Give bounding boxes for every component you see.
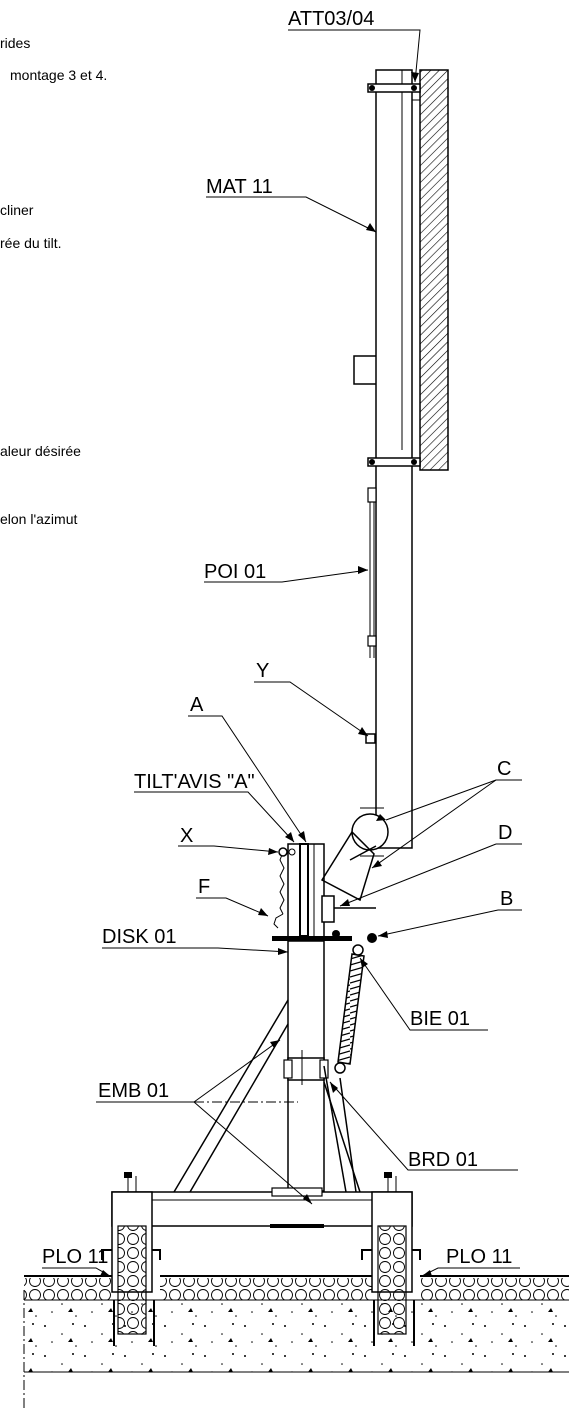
callout-disk[interactable]: DISK 01 <box>102 926 289 955</box>
callout-x[interactable]: X <box>178 825 279 855</box>
callout-att[interactable]: ATT03/04 <box>288 8 421 83</box>
roof-insulation-layer <box>24 1275 569 1301</box>
label-b: B <box>500 888 513 910</box>
tilt-avis-a <box>287 843 325 939</box>
pivot-b <box>332 845 377 943</box>
callout-plo-left[interactable]: PLO 11 <box>42 1246 111 1277</box>
label-bie: BIE 01 <box>410 1008 470 1030</box>
note-4: rée du tilt. <box>0 235 61 251</box>
spring-bie-01 <box>334 944 365 1074</box>
label-att: ATT03/04 <box>288 8 374 30</box>
callout-tilt[interactable]: TILT'AVIS "A" <box>134 771 295 843</box>
concrete-slab <box>24 1300 569 1373</box>
label-disk: DISK 01 <box>102 926 176 948</box>
callout-b[interactable]: B <box>377 888 522 938</box>
note-6: elon l'azimut <box>0 511 77 527</box>
label-tilt: TILT'AVIS "A" <box>134 771 255 793</box>
label-d: D <box>498 822 512 844</box>
label-poi: POI 01 <box>204 561 266 583</box>
label-y: Y <box>256 660 269 682</box>
clamp-att-bottom <box>367 457 421 467</box>
anchor-bolts <box>113 1300 415 1346</box>
callout-c[interactable]: C <box>371 758 522 869</box>
label-mat: MAT 11 <box>206 176 273 198</box>
callout-plo-right[interactable]: PLO 11 <box>421 1246 520 1277</box>
rod-poi-01 <box>367 487 377 658</box>
label-x: X <box>180 825 193 847</box>
callout-d[interactable]: D <box>339 822 522 907</box>
callout-mat[interactable]: MAT 11 <box>206 176 377 233</box>
label-plo-left: PLO 11 <box>42 1246 108 1268</box>
label-f: F <box>198 876 210 898</box>
note-5: aleur désirée <box>0 443 81 459</box>
clamp-att-top <box>367 83 421 93</box>
block-d <box>321 895 335 923</box>
note-1: rides <box>0 35 30 51</box>
note-3: cliner <box>0 202 34 218</box>
label-c: C <box>497 758 511 780</box>
callout-a[interactable]: A <box>188 694 307 843</box>
label-plo-right: PLO 11 <box>446 1246 512 1268</box>
handle <box>353 355 376 385</box>
collar-c <box>320 807 389 902</box>
callout-brd[interactable]: BRD 01 <box>329 1081 518 1171</box>
disk-01 <box>272 936 352 941</box>
label-a: A <box>190 694 204 716</box>
callout-f[interactable]: F <box>196 876 269 917</box>
panel <box>419 69 449 471</box>
chain-f <box>273 847 288 929</box>
callout-poi[interactable]: POI 01 <box>204 561 369 583</box>
callout-y[interactable]: Y <box>254 660 369 737</box>
bolt-y <box>365 733 376 744</box>
label-emb: EMB 01 <box>98 1080 169 1102</box>
base-frame <box>111 1187 413 1228</box>
label-brd: BRD 01 <box>408 1149 478 1171</box>
note-2: montage 3 et 4. <box>10 67 107 83</box>
callout-emb[interactable]: EMB 01 <box>96 1039 313 1205</box>
callout-bie[interactable]: BIE 01 <box>359 957 488 1031</box>
